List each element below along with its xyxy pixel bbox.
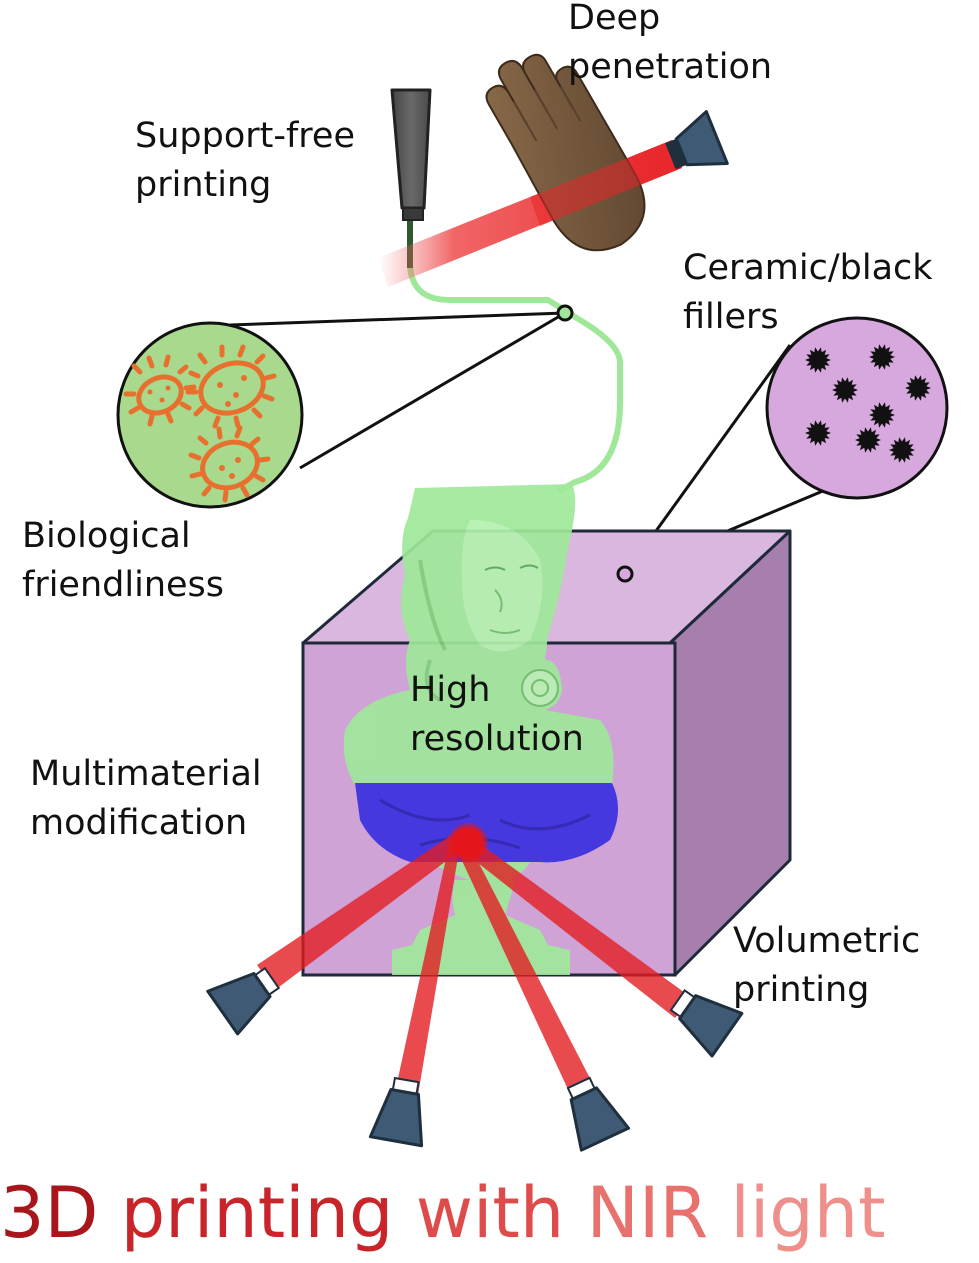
label-multimaterial: Multimaterial modification	[30, 750, 262, 848]
filler-particle-icon	[869, 344, 895, 370]
label-line: modification	[30, 803, 248, 843]
label-line: resolution	[410, 719, 584, 759]
label-deep-penetration: Deep penetration	[568, 0, 772, 92]
laser-emitter-icon	[206, 966, 744, 1152]
title-word: printing	[120, 1172, 394, 1254]
bacteria-magnifier	[116, 304, 574, 509]
label-line: Deep	[568, 0, 661, 38]
title-word: light	[730, 1172, 886, 1254]
figure-title: 3D printing with NIR light	[0, 1168, 979, 1258]
label-ceramic-fillers: Ceramic/black fillers	[683, 244, 933, 342]
blue-drapery	[355, 783, 619, 863]
label-line: fillers	[683, 297, 779, 337]
focal-point	[448, 823, 488, 863]
bust-sculpture-icon	[343, 484, 619, 975]
filler-particle-icon	[889, 437, 915, 463]
volumetric-beams	[257, 823, 692, 1098]
label-line: Support-free	[135, 116, 355, 156]
label-line: Volumetric	[733, 921, 921, 961]
hand-icon	[485, 53, 646, 252]
label-line: friendliness	[22, 565, 225, 605]
label-line: Multimaterial	[30, 754, 262, 794]
title-word: NIR	[586, 1172, 709, 1254]
laser-emitter-icon	[665, 110, 729, 170]
label-line: High	[410, 670, 491, 710]
title-word: with	[415, 1172, 565, 1254]
extruded-filament	[407, 217, 624, 493]
label-high-resolution: High resolution	[410, 666, 584, 764]
label-line: Biological	[22, 516, 191, 556]
label-biological: Biological friendliness	[22, 512, 224, 610]
deep-penetration-beam	[378, 53, 729, 287]
label-support-free: Support-free printing	[135, 112, 355, 210]
filler-particles	[805, 344, 931, 463]
filler-magnifier	[623, 316, 949, 576]
label-line: Ceramic/black	[683, 248, 933, 288]
filler-particle-icon	[869, 402, 895, 428]
filler-particle-icon	[805, 347, 831, 373]
label-volumetric: Volumetric printing	[733, 917, 920, 1015]
filler-particle-icon	[832, 377, 858, 403]
filler-particle-icon	[805, 420, 831, 446]
filler-particle-icon	[905, 375, 931, 401]
bacteria-icon	[123, 344, 277, 503]
title-word: 3D	[0, 1172, 99, 1254]
label-line: printing	[733, 970, 870, 1010]
label-line: penetration	[568, 47, 773, 87]
label-line: printing	[135, 165, 272, 205]
printer-nozzle-icon	[390, 88, 432, 210]
filler-particle-icon	[855, 427, 881, 453]
support-free-nozzle	[390, 88, 624, 493]
